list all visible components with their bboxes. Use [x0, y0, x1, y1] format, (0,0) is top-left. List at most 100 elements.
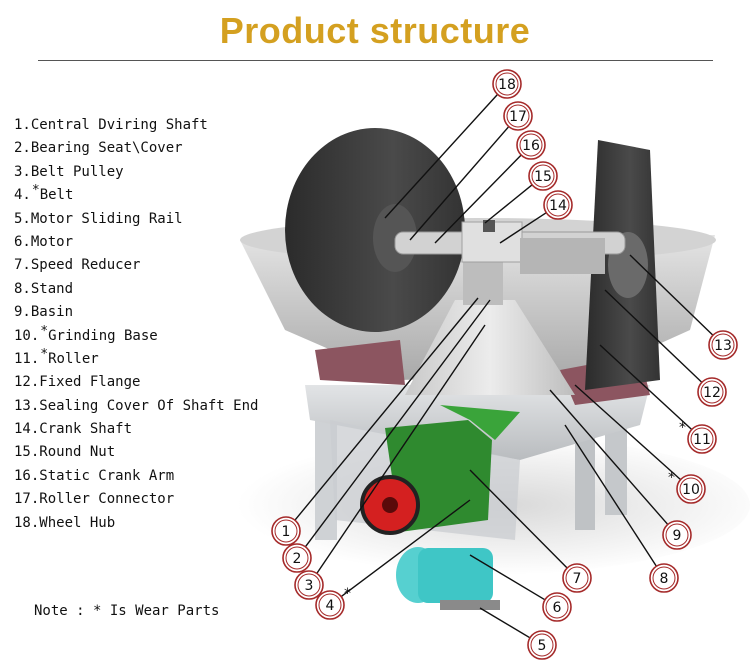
callout-inner-ring: [546, 193, 570, 217]
callout-11: 11*: [599, 344, 717, 454]
callout-number: 1: [282, 524, 291, 540]
callout-ring: [543, 190, 573, 220]
callout-wear-star: *: [679, 420, 686, 436]
callout-inner-ring: [690, 427, 714, 451]
callout-leader-line: [479, 607, 531, 639]
callout-leader-line: [564, 424, 657, 567]
callout-wear-star: *: [668, 470, 675, 486]
parts-list-item: 10. *Grinding Base: [14, 323, 258, 348]
parts-list-item: 16. Static Crank Arm: [14, 465, 258, 488]
part-number: 11.: [14, 350, 40, 367]
callout-inner-ring: [679, 477, 703, 501]
callout-leader-line: [469, 554, 546, 601]
part-label: Sealing Cover Of Shaft End: [39, 397, 259, 414]
part-number: 8.: [14, 280, 31, 297]
callout-ring: [649, 563, 679, 593]
callout-inner-ring: [700, 380, 724, 404]
callout-inner-ring: [274, 519, 298, 543]
callout-12: 12: [604, 289, 727, 407]
callout-18: 18: [384, 69, 522, 219]
part-number: 4.: [14, 187, 31, 204]
callout-ring: [676, 474, 706, 504]
callout-8: 8: [564, 424, 679, 593]
callout-ring: [662, 520, 692, 550]
callout-inner-ring: [318, 593, 342, 617]
callout-6: 6: [469, 554, 572, 622]
callout-ring: [503, 101, 533, 131]
callout-14: 14: [499, 190, 573, 244]
callout-leader-line: [340, 499, 471, 598]
callout-number: 15: [534, 169, 552, 185]
callout-inner-ring: [665, 523, 689, 547]
callout-inner-ring: [297, 573, 321, 597]
part-number: 7.: [14, 257, 31, 274]
callout-ring: [542, 592, 572, 622]
callout-inner-ring: [652, 566, 676, 590]
title-divider: [38, 60, 713, 61]
callout-number: 7: [573, 571, 582, 587]
part-number: 16.: [14, 467, 40, 484]
callout-1: 1: [271, 297, 479, 546]
part-label: Belt: [39, 187, 74, 204]
callout-number: 10: [682, 482, 700, 498]
part-label: Fixed Flange: [39, 374, 141, 391]
callout-leader-line: [304, 299, 491, 548]
callout-17: 17: [409, 101, 533, 241]
part-label: Grinding Base: [48, 327, 158, 344]
callout-leader-line: [549, 389, 669, 525]
callout-leader-line: [409, 126, 510, 241]
part-label: Round Nut: [39, 444, 116, 461]
part-label: Motor Sliding Rail: [30, 210, 183, 227]
parts-list-item: 15. Round Nut: [14, 441, 258, 464]
part-number: 9.: [14, 304, 31, 321]
callout-number: 3: [305, 578, 314, 594]
callout-leader-line: [599, 344, 693, 431]
parts-list-item: 12. Fixed Flange: [14, 371, 258, 394]
part-label: Basin: [30, 304, 74, 321]
callout-number: 9: [673, 528, 682, 544]
callout-13: 13: [629, 254, 738, 360]
part-label: Bearing Seat\Cover: [30, 140, 183, 157]
callout-10: 10 *: [574, 384, 706, 504]
part-number: 3.: [14, 163, 31, 180]
callout-15: 15: [484, 161, 558, 224]
part-label: Speed Reducer: [30, 257, 141, 274]
callout-ring: [516, 130, 546, 160]
part-number: 13.: [14, 397, 40, 414]
part-number: 12.: [14, 374, 40, 391]
callout-leader-line: [434, 154, 522, 244]
callout-number: 17: [509, 109, 527, 125]
callout-number: 6: [553, 600, 562, 616]
callout-number: 14: [549, 198, 567, 214]
callout-ring: [271, 516, 301, 546]
callout-leader-line: [574, 384, 682, 481]
callout-number: 13: [714, 338, 732, 354]
callout-inner-ring: [519, 133, 543, 157]
callout-leader-line: [384, 93, 499, 219]
callout-inner-ring: [545, 595, 569, 619]
callout-5: 5: [479, 607, 557, 660]
callout-number: 5: [538, 638, 547, 654]
callout-leader-line: [484, 184, 533, 224]
part-number: 1.: [14, 117, 31, 133]
callout-leader-line: [499, 212, 547, 244]
parts-list-item: 14. Crank Shaft: [14, 418, 258, 441]
callout-number: 2: [293, 551, 302, 567]
part-label: Stand: [30, 280, 74, 297]
callout-inner-ring: [531, 164, 555, 188]
parts-list-item: 11. *Roller: [14, 347, 258, 371]
callout-leader-line: [316, 324, 486, 574]
callout-leader-line: [604, 289, 703, 383]
callout-2: 2: [282, 299, 491, 573]
wear-part-star: *: [40, 323, 49, 339]
parts-list-item: 7. Speed Reducer: [14, 254, 258, 277]
part-label: Belt Pulley: [30, 163, 124, 180]
parts-list-item: 18. Wheel Hub: [14, 512, 258, 535]
callout-number: 4: [326, 598, 335, 614]
callout-inner-ring: [495, 72, 519, 96]
callout-wear-star: *: [344, 586, 351, 602]
callout-ring: [527, 630, 557, 660]
parts-list-item: 13. Sealing Cover Of Shaft End: [14, 395, 258, 418]
callout-inner-ring: [565, 566, 589, 590]
callout-inner-ring: [285, 546, 309, 570]
